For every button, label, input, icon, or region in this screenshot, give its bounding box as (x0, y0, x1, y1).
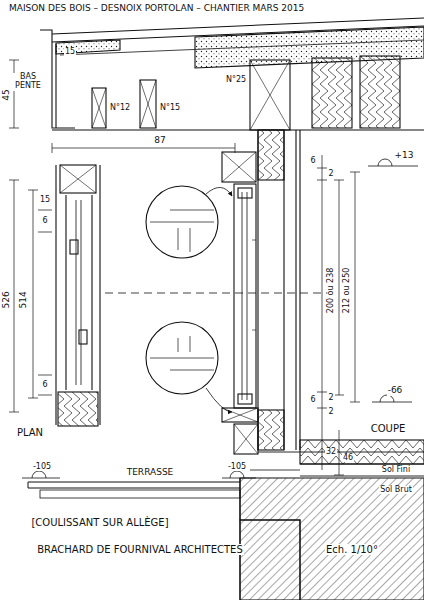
dimension-label: -105 (227, 463, 247, 472)
dimension-label: N°25 (225, 76, 247, 85)
dimension-label: 212 ou 250 (344, 266, 353, 314)
dimension-label: 2 (327, 408, 334, 417)
dimension-label: 32 (325, 448, 337, 457)
dimension-label: N°12 (109, 104, 131, 113)
dimension-label: PLAN (16, 427, 44, 438)
dimension-label: 46 (342, 454, 354, 463)
dimension-label: COUPE (370, 423, 407, 434)
dimension-label: 526 (2, 290, 12, 309)
dimension-label: 2 (327, 170, 334, 179)
sheet-title: MAISON DES BOIS – DESNOIX PORTOLAN – CHA… (8, 3, 305, 13)
dimension-label: [COULISSANT SUR ALLÈGE] (30, 517, 169, 528)
dimension-label: 6 (41, 381, 48, 390)
dimension-label: BAS PENTE (11, 73, 45, 91)
dimension-label: +13 (394, 151, 415, 161)
dimension-label: Sol Brut (379, 486, 413, 495)
dimension-label: -105 (32, 463, 52, 472)
dimension-label: 2 (327, 394, 334, 403)
dimension-label: 15 (39, 196, 51, 205)
dimension-label: N°15 (159, 104, 181, 113)
dimension-label: Ech. 1/10° (325, 544, 379, 555)
dimension-label: -66 (387, 386, 404, 396)
dimension-label: 200 ou 238 (328, 266, 337, 314)
dimension-label: 87 (153, 136, 166, 146)
dimension-label: 15 (64, 48, 76, 57)
dimension-label: BRACHARD DE FOURNIVAL ARCHITECTES (36, 544, 243, 555)
dimension-label: 6 (309, 396, 316, 405)
dimension-label: 6 (41, 217, 48, 226)
dimension-label: TERRASSE (126, 468, 175, 478)
dimension-label: 514 (19, 290, 29, 309)
dimension-label: Sol Fini (381, 466, 411, 475)
dimension-label: 6 (309, 157, 316, 166)
